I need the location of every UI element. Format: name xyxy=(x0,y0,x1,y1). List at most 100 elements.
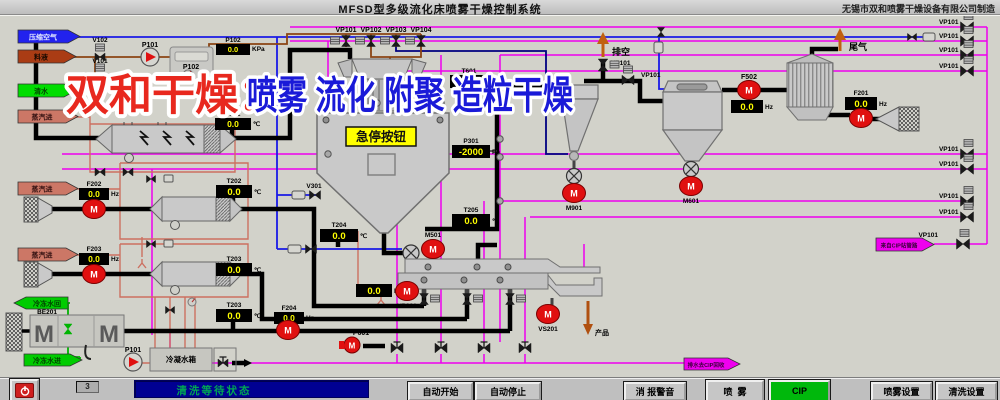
svg-text:M: M xyxy=(687,182,695,192)
label-冷凝水箱: 冷凝水箱 xyxy=(166,354,196,364)
valve-bed-v2[interactable] xyxy=(462,293,483,305)
process-diagram: 急停按钮 xyxy=(0,12,1000,378)
label-尾气: 尾气 xyxy=(848,41,867,52)
valve-bed-v1[interactable] xyxy=(419,293,440,305)
stream-label: 来自CIP站管路 xyxy=(880,241,918,249)
button-自动停止[interactable]: 自动停止 xyxy=(475,382,541,400)
button-CIP[interactable]: CIP xyxy=(769,380,830,400)
valve-V302[interactable] xyxy=(305,244,317,254)
power-button[interactable] xyxy=(10,379,39,400)
button-自动开始[interactable]: 自动开始 xyxy=(408,382,473,400)
bolt xyxy=(424,263,432,271)
bolt xyxy=(473,263,481,271)
display-value: 0.0 xyxy=(462,77,475,88)
valve-VP104[interactable] xyxy=(405,35,426,47)
valve-VP103[interactable] xyxy=(380,35,401,47)
valve-label: VP101 xyxy=(939,209,959,216)
display-unit: Hz xyxy=(765,104,774,111)
feed-pump-panel xyxy=(169,46,214,81)
button-清洗设置[interactable]: 清洗设置 xyxy=(936,382,997,400)
label-VP101: VP101 xyxy=(335,27,356,34)
valve-V102[interactable] xyxy=(94,43,106,62)
display-tag-T205: T205 xyxy=(464,207,479,214)
display-unit: ℃ xyxy=(253,120,261,128)
display-value: 0.0 xyxy=(854,99,867,110)
fluid-bed xyxy=(397,258,603,305)
valve-air-top[interactable] xyxy=(656,27,666,37)
display-value: 0.0 xyxy=(228,45,238,54)
svg-text:M: M xyxy=(90,270,98,280)
stream-arrow-5: 蒸汽进 xyxy=(17,247,79,262)
valve-V101[interactable] xyxy=(94,63,106,82)
valve-drain1[interactable] xyxy=(390,341,404,354)
motor-fan9[interactable]: M xyxy=(849,108,873,128)
pump-P601[interactable]: M xyxy=(339,336,361,354)
pump-P101-bottom[interactable] xyxy=(123,352,143,372)
pipe-node xyxy=(324,150,332,158)
valve-drain3[interactable] xyxy=(477,341,491,354)
nozzle-air-pipe xyxy=(395,47,568,155)
tank-drain-arrow xyxy=(244,359,252,367)
valve-drain2[interactable] xyxy=(434,341,448,354)
cyclone xyxy=(561,84,599,185)
valve-h2-s1[interactable] xyxy=(146,174,156,184)
valve-label: VP101 xyxy=(939,146,959,153)
pump-P101-top[interactable] xyxy=(140,47,160,67)
valve-h1-d1[interactable] xyxy=(94,167,106,177)
valve-VP101-vent[interactable] xyxy=(597,58,620,72)
valve-label: VP101 xyxy=(939,47,959,54)
alarm-count[interactable]: 3 xyxy=(76,381,99,393)
display-P301: P301 -2000 Pa xyxy=(452,138,500,158)
button-消报警音[interactable]: 消 报警音 xyxy=(624,382,686,400)
motor-fan7[interactable]: M xyxy=(276,320,300,340)
valve-drain4[interactable] xyxy=(518,341,532,354)
button-喷雾设置[interactable]: 喷雾设置 xyxy=(871,382,932,400)
display-value: -2000 xyxy=(459,147,483,158)
stream-label: 蒸汽进 xyxy=(32,250,53,259)
valve-V301[interactable] xyxy=(309,190,321,200)
label-VP102: VP102 xyxy=(360,27,381,34)
motor-fan6[interactable]: M xyxy=(82,264,106,284)
valve-air-right[interactable] xyxy=(907,32,917,42)
display-unit: Hz xyxy=(111,256,120,263)
display-tag-P301: P301 xyxy=(463,138,479,145)
motor-label: VS201 xyxy=(538,326,558,333)
valve-chw-v[interactable] xyxy=(63,323,73,335)
title-bar: MFSD型多级流化床喷雾干燥控制系统 无锡市双和喷雾干燥设备有限公司制造 xyxy=(0,0,1000,16)
page-title: MFSD型多级流化床喷雾干燥控制系统 xyxy=(338,4,542,16)
valve-h1-d2[interactable] xyxy=(122,167,134,177)
stream-arrow-8: 来自CIP站管路 xyxy=(875,237,935,252)
display-unit: Pa xyxy=(492,149,500,156)
valve-VP101[interactable] xyxy=(330,35,351,47)
motor-fan8[interactable]: M xyxy=(737,80,761,100)
display-tag-T601: T601 xyxy=(462,68,477,75)
valve-VP101-r9[interactable] xyxy=(956,229,970,250)
valve-bed-v3[interactable] xyxy=(505,293,526,305)
valve-VP102[interactable] xyxy=(355,35,376,47)
valve-VP101-r8[interactable]: VP101 xyxy=(939,202,974,223)
estop-button[interactable]: 急停按钮 xyxy=(345,126,417,147)
valve-VP101-duct[interactable] xyxy=(621,65,635,86)
button-喷雾[interactable]: 喷 雾 xyxy=(706,380,764,400)
valve-VP101-r4[interactable]: VP101 xyxy=(939,56,974,77)
display-tag-P102: P102 xyxy=(225,37,241,44)
heat-exchanger xyxy=(785,53,834,121)
valve-VP101-r6[interactable]: VP101 xyxy=(939,154,974,175)
watermark-blue: 喷雾 流化 附聚 造粒干燥 xyxy=(247,75,574,118)
stream-label: 冷冻水回 xyxy=(33,299,61,308)
motor-fan5[interactable]: M xyxy=(82,199,106,219)
valve-tank-v1[interactable] xyxy=(165,305,175,315)
stream-label: 压缩空气 xyxy=(29,32,57,41)
valve-h3-s1[interactable] xyxy=(146,239,156,249)
valve-tank-v2[interactable] xyxy=(217,356,229,368)
svg-text:M: M xyxy=(857,114,865,124)
